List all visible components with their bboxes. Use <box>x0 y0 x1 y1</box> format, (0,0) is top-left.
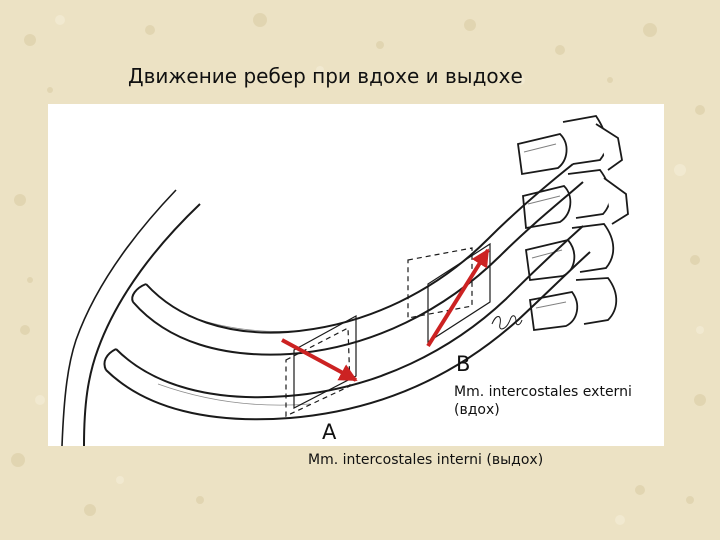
label-b-action: (вдох) <box>454 402 500 418</box>
label-b-muscle: Mm. intercostales externi <box>454 384 632 400</box>
slide-title: Движение ребер при вдохе и выдохе <box>128 64 608 88</box>
artist-signature <box>492 316 522 329</box>
muscle-frame-b <box>408 244 490 342</box>
label-a-letter: A <box>322 420 336 444</box>
sternum <box>62 190 200 446</box>
label-b-letter: B <box>456 352 470 376</box>
upper-rib <box>132 164 583 355</box>
rib-movement-diagram: B Mm. intercostales externi (вдох) A <box>48 104 664 446</box>
label-a-caption: Mm. intercostales interni (выдох) <box>308 452 543 468</box>
